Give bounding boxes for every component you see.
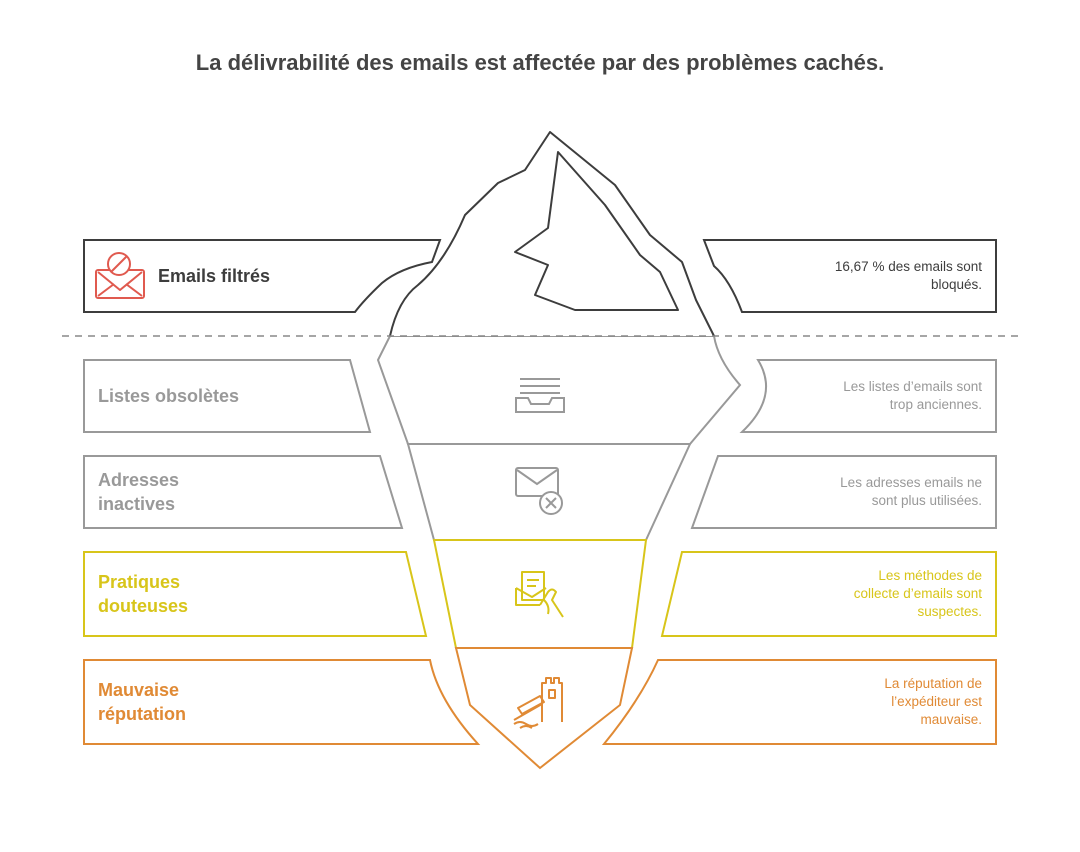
right-banner-listes-obsoletes	[739, 359, 997, 433]
desc-listes-obsoletes: Les listes d’emails sont trop anciennes.	[843, 379, 982, 412]
diagram-title: La délivrabilité des emails est affectée…	[195, 50, 885, 75]
right-banner-emails-filtres	[702, 239, 997, 313]
label-pratiques-douteuses: Pratiques douteuses	[98, 572, 189, 616]
iceberg-segment-listes	[376, 335, 742, 445]
left-banner-listes-obsoletes	[83, 359, 372, 433]
label-adresses-inactives: Adresses inactives	[98, 470, 180, 514]
desc-adresses-inactives: Les adresses emails ne sont plus utilisé…	[840, 475, 982, 508]
left-banner-mauvaise-reputation	[83, 659, 481, 745]
left-banner-adresses-inactives	[83, 455, 404, 529]
right-banner-pratiques-douteuses	[660, 551, 997, 637]
right-banner-adresses-inactives	[690, 455, 997, 529]
desc-mauvaise-reputation: La réputation de l’expéditeur est mauvai…	[884, 676, 982, 727]
label-emails-filtres: Emails filtrés	[158, 266, 271, 286]
inbox-tray-icon	[515, 378, 565, 413]
label-mauvaise-reputation: Mauvaise réputation	[98, 680, 186, 724]
right-banner-mauvaise-reputation	[601, 659, 997, 745]
iceberg-segment-pratiques	[432, 539, 648, 649]
iceberg-segment-reputation	[454, 647, 634, 770]
desc-pratiques-douteuses: Les méthodes de collecte d’emails sont s…	[853, 568, 982, 619]
label-listes-obsoletes: Listes obsolètes	[98, 386, 240, 406]
desc-emails-filtres: 16,67 % des emails sont bloqués.	[834, 259, 982, 292]
sinking-castle-icon	[513, 677, 563, 729]
email-cancel-icon	[515, 467, 563, 515]
left-banner-pratiques-douteuses	[83, 551, 428, 637]
iceberg-tip-inner	[514, 151, 679, 311]
left-banner-emails-filtres	[83, 239, 442, 313]
email-hand-icon	[515, 571, 564, 618]
blocked-email-icon	[95, 252, 145, 299]
